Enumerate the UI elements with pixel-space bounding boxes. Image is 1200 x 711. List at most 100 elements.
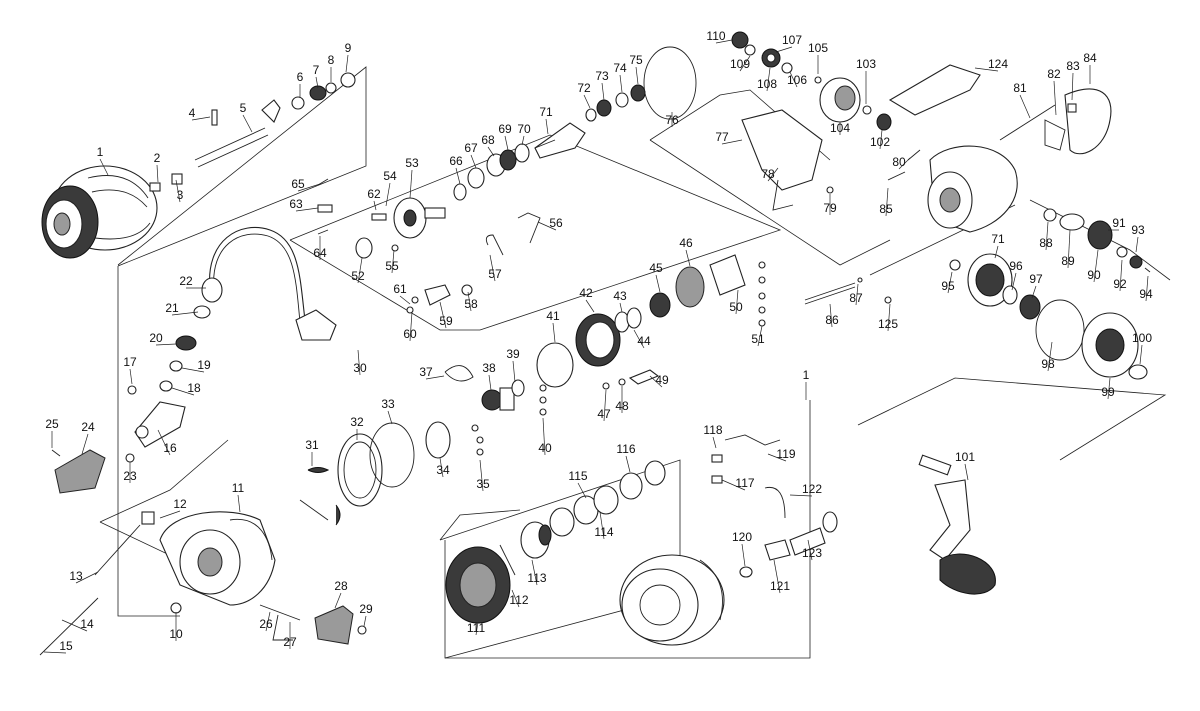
leader-line-81 xyxy=(1019,94,1031,119)
part-label-23: 23 xyxy=(123,469,137,483)
leader-line-117 xyxy=(721,479,746,491)
part-label-113: 113 xyxy=(527,571,546,585)
part-label-6: 6 xyxy=(297,70,304,84)
part-label-48: 48 xyxy=(615,399,629,413)
part-label-5: 5 xyxy=(240,101,247,115)
part-label-65: 65 xyxy=(291,177,305,191)
leader-line-53 xyxy=(409,169,413,199)
part-label-101: 101 xyxy=(955,450,975,464)
leader-line-109 xyxy=(739,55,751,72)
part-label-117: 117 xyxy=(735,476,754,490)
leader-line-111 xyxy=(475,621,479,636)
leader-line-116 xyxy=(625,455,631,473)
part-label-33: 33 xyxy=(381,397,395,411)
part-label-67: 67 xyxy=(464,141,478,155)
leader-line-18 xyxy=(171,387,195,396)
leader-line-29 xyxy=(363,615,367,627)
leader-line-121 xyxy=(773,559,781,594)
part-label-76: 76 xyxy=(665,113,679,127)
leader-line-73 xyxy=(601,82,605,101)
part-label-64: 64 xyxy=(313,246,327,260)
part-label-87: 87 xyxy=(849,291,863,305)
leader-line-72 xyxy=(583,94,591,109)
part-label-121: 121 xyxy=(770,579,790,593)
part-label-95: 95 xyxy=(941,279,955,293)
leader-line-40 xyxy=(542,417,546,456)
part-label-82: 82 xyxy=(1047,67,1061,81)
part-label-24: 24 xyxy=(81,420,95,434)
leader-line-96 xyxy=(1011,272,1017,291)
leader-line-12 xyxy=(159,510,181,519)
part-label-43: 43 xyxy=(613,289,627,303)
leader-line-69 xyxy=(504,135,509,151)
part-label-35: 35 xyxy=(476,477,490,491)
leader-line-35 xyxy=(479,459,484,492)
part-label-2: 2 xyxy=(154,151,161,165)
leader-line-56 xyxy=(537,221,557,231)
leader-line-33 xyxy=(387,410,393,425)
part-label-11: 11 xyxy=(232,481,245,495)
part-label-47: 47 xyxy=(597,407,611,421)
part-label-89: 89 xyxy=(1061,254,1075,268)
leader-line-17 xyxy=(129,368,133,385)
leader-line-5 xyxy=(242,114,253,133)
part-label-74: 74 xyxy=(613,61,627,75)
part-label-96: 96 xyxy=(1009,259,1023,273)
leader-line-83 xyxy=(1071,72,1074,101)
leader-line-77 xyxy=(721,139,743,145)
part-label-122: 122 xyxy=(802,482,822,496)
leader-line-39 xyxy=(512,360,516,383)
leader-line-38 xyxy=(488,374,492,391)
leader-line-3 xyxy=(175,179,181,203)
leader-line-45 xyxy=(655,274,661,293)
leader-line-50 xyxy=(735,289,739,315)
part-label-100: 100 xyxy=(1132,331,1152,345)
part-label-79: 79 xyxy=(823,201,837,215)
part-label-93: 93 xyxy=(1131,223,1145,237)
leader-line-65 xyxy=(297,183,321,192)
leader-line-71 xyxy=(545,118,549,135)
part-label-94: 94 xyxy=(1139,287,1153,301)
part-label-72: 72 xyxy=(577,81,591,95)
leader-line-78 xyxy=(767,167,779,182)
leader-line-88 xyxy=(1045,221,1049,251)
part-label-124: 124 xyxy=(988,57,1008,71)
leader-line-7 xyxy=(315,76,319,89)
part-label-42: 42 xyxy=(579,286,593,300)
leader-line-80 xyxy=(898,157,911,170)
part-label-32: 32 xyxy=(350,415,364,429)
leader-line-124 xyxy=(974,67,999,72)
part-label-21: 21 xyxy=(165,301,179,315)
leader-line-108 xyxy=(766,67,771,92)
leader-line-119 xyxy=(767,453,787,462)
part-label-99: 99 xyxy=(1101,385,1115,399)
part-label-51: 51 xyxy=(751,332,765,346)
part-label-88: 88 xyxy=(1039,236,1053,250)
leader-line-11 xyxy=(237,494,241,513)
leader-line-26 xyxy=(265,611,271,632)
leader-line-70 xyxy=(521,135,525,146)
part-label-18: 18 xyxy=(187,381,201,395)
leader-line-54 xyxy=(385,182,391,207)
leader-line-20 xyxy=(155,343,177,346)
part-label-34: 34 xyxy=(436,463,450,477)
leader-line-89 xyxy=(1067,229,1071,269)
leader-line-87 xyxy=(855,283,859,306)
leader-line-59 xyxy=(439,301,447,329)
body-frame xyxy=(731,31,1112,233)
part-label-80: 80 xyxy=(892,155,906,169)
leader-line-34 xyxy=(439,457,444,478)
leader-line-118 xyxy=(712,436,717,449)
leader-line-97 xyxy=(1031,285,1037,299)
leader-line-46 xyxy=(685,249,691,267)
leader-line-47 xyxy=(603,389,607,422)
leader-line-15 xyxy=(43,651,67,654)
part-label-83: 83 xyxy=(1066,59,1080,73)
part-label-8: 8 xyxy=(328,53,335,67)
part-label-68: 68 xyxy=(481,133,495,147)
part-label-61: 61 xyxy=(393,282,407,296)
part-label-119: 119 xyxy=(776,447,795,461)
leader-line-42 xyxy=(585,299,595,313)
part-label-31: 31 xyxy=(305,438,319,452)
